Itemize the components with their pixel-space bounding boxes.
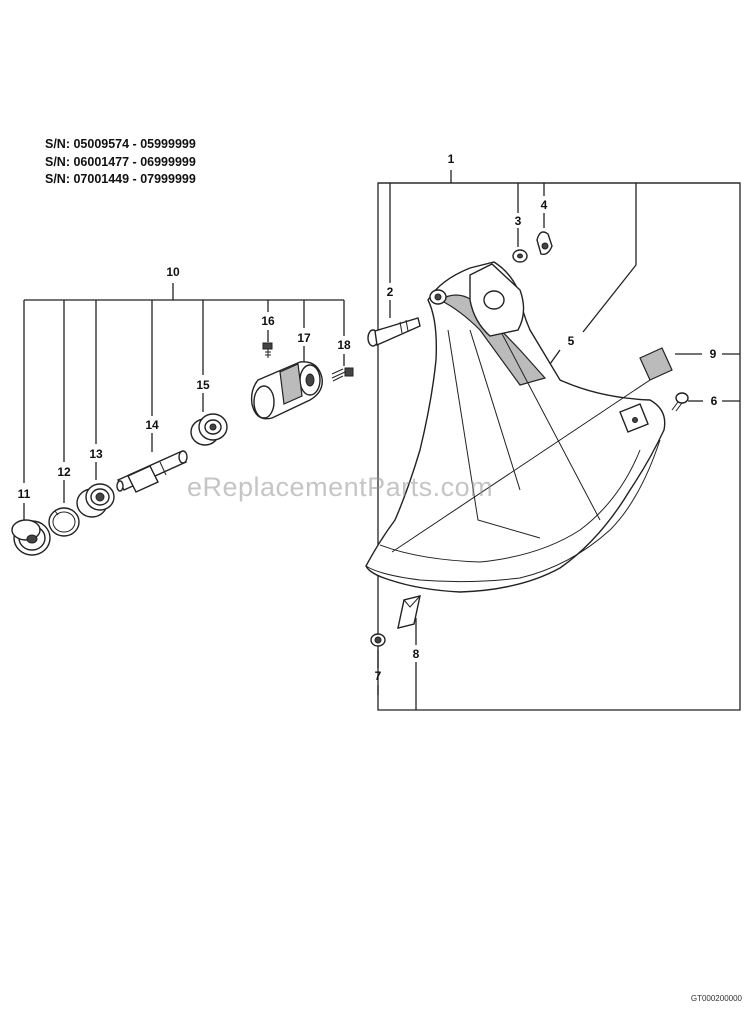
part-17-gear-case [250, 361, 323, 420]
callout-labels: 1 2 3 4 5 6 7 8 9 10 11 12 13 14 15 16 1… [18, 152, 718, 683]
bracket-group-1 [377, 170, 741, 711]
watermark-text: eReplacementParts.com [187, 472, 494, 502]
part-6-screw [671, 392, 689, 412]
callout-11: 11 [18, 487, 31, 501]
callout-15: 15 [196, 378, 210, 392]
callout-17: 17 [297, 331, 311, 345]
part-2-bolt [367, 317, 421, 347]
callout-9: 9 [710, 347, 717, 361]
callout-16: 16 [261, 314, 275, 328]
callout-7: 7 [375, 669, 382, 683]
callout-5: 5 [568, 334, 575, 348]
part-8-cutter-blade [397, 595, 421, 629]
serial-number-line: S/N: 05009574 - 05999999 [45, 137, 196, 151]
callout-6: 6 [711, 394, 718, 408]
part-16-screw [262, 342, 273, 358]
bracket-group-10 [23, 283, 345, 520]
callout-4: 4 [541, 198, 548, 212]
part-3-washer [512, 249, 528, 263]
part-14-shaft [116, 450, 188, 493]
part-13-bearing [76, 483, 115, 518]
serial-number-line: S/N: 07001449 - 07999999 [45, 172, 196, 186]
serial-number-block: S/N: 05009574 - 05999999 S/N: 06001477 -… [45, 136, 196, 189]
callout-18: 18 [337, 338, 351, 352]
part-11-bearing-cap [11, 519, 51, 556]
callout-12: 12 [57, 465, 71, 479]
part-15-bearing [190, 413, 228, 446]
callout-2: 2 [387, 285, 394, 299]
callout-10: 10 [166, 265, 180, 279]
callout-1: 1 [448, 152, 455, 166]
part-18-bolt [331, 367, 354, 382]
part-9-label [639, 347, 673, 381]
drawing-code: GT000200000 [690, 994, 742, 1003]
part-7-nut [370, 633, 386, 647]
callout-8: 8 [413, 647, 420, 661]
serial-number-line: S/N: 06001477 - 06999999 [45, 154, 196, 169]
part-5-debris-shield [365, 261, 666, 593]
callout-3: 3 [515, 214, 522, 228]
callout-14: 14 [145, 418, 159, 432]
callout-13: 13 [89, 447, 103, 461]
part-12-snap-ring [48, 507, 80, 537]
part-4-wing-nut [536, 231, 553, 256]
